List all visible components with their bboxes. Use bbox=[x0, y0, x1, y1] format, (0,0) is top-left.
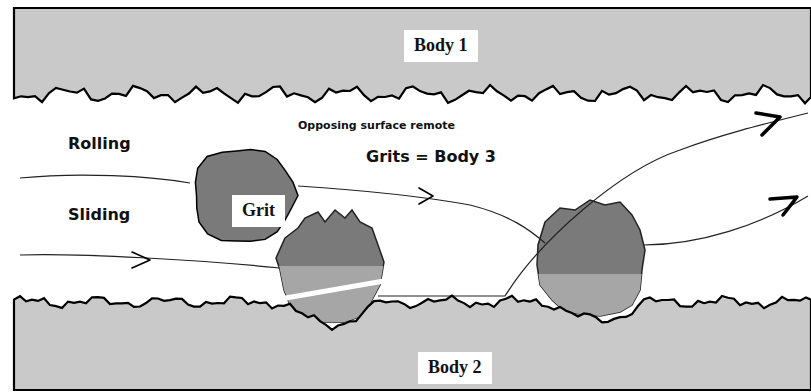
body-band-shape bbox=[14, 8, 811, 103]
grit-particle: Grit bbox=[187, 143, 300, 248]
body-band-shape bbox=[14, 296, 811, 390]
note-label: Opposing surface remote bbox=[298, 119, 455, 132]
body-band-outline bbox=[14, 288, 811, 390]
node-label: Body 2 bbox=[418, 352, 492, 384]
node-label: Body 1 bbox=[404, 30, 478, 62]
grit-particle bbox=[537, 200, 645, 316]
motion-label: Rolling bbox=[68, 134, 131, 153]
trajectory-line bbox=[20, 113, 808, 296]
grit-particle-shape bbox=[195, 150, 298, 242]
body-band: Body 1 bbox=[14, 8, 811, 110]
arrowhead bbox=[132, 113, 797, 268]
body-band: Body 2 bbox=[14, 288, 811, 390]
motion-label: Sliding bbox=[68, 205, 130, 224]
note-label: Grits = Body 3 bbox=[366, 147, 496, 166]
node-label: Grit bbox=[232, 195, 285, 227]
